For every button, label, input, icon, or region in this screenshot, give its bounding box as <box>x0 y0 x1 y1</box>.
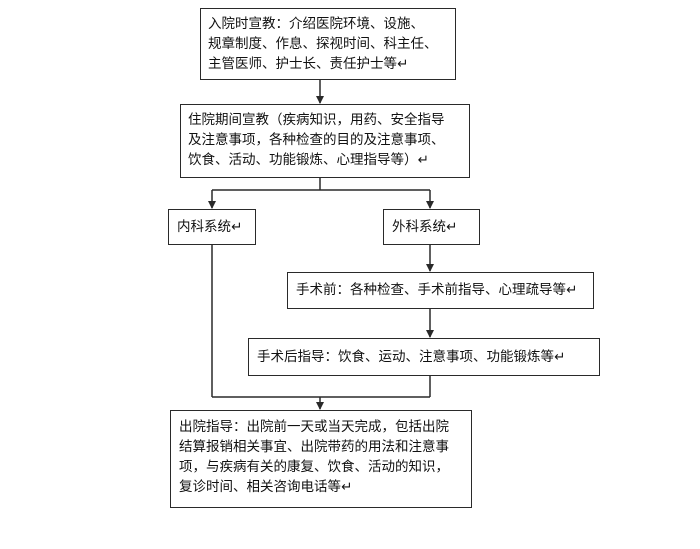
hospitalization-line-3: 饮食、活动、功能锻炼、心理指导等）↵ <box>188 152 429 168</box>
discharge-education-box: 出院指导：出院前一天或当天完成，包括出院 结算报销相关事宜、出院带药的用法和注意… <box>170 410 472 508</box>
hospitalization-education-box: 住院期间宣教（疾病知识，用药、安全指导 及注意事项，各种检查的目的及注意事项、 … <box>180 104 470 178</box>
discharge-line-3: 项，与疾病有关的康复、饮食、活动的知识， <box>179 459 449 475</box>
hospitalization-line-1: 住院期间宣教（疾病知识，用药、安全指导 <box>188 112 445 128</box>
admission-education-box: 入院时宣教：介绍医院环境、设施、 规章制度、作息、探视时间、科主任、 主管医师、… <box>200 8 456 80</box>
internal-medicine-label: 内科系统↵ <box>177 219 243 235</box>
discharge-line-2: 结算报销相关事宜、出院带药的用法和注意事 <box>179 439 449 455</box>
admission-line-1: 入院时宣教：介绍医院环境、设施、 <box>208 16 424 32</box>
pre-op-label: 手术前：各种检查、手术前指导、心理疏导等↵ <box>296 282 578 298</box>
admission-line-3: 主管医师、护士长、责任护士等↵ <box>208 56 409 72</box>
hospitalization-line-2: 及注意事项，各种检查的目的及注意事项、 <box>188 132 445 148</box>
post-op-box: 手术后指导：饮食、运动、注意事项、功能锻炼等↵ <box>248 338 600 376</box>
surgery-box: 外科系统↵ <box>383 209 480 245</box>
post-op-label: 手术后指导：饮食、运动、注意事项、功能锻炼等↵ <box>257 349 566 365</box>
discharge-line-1: 出院指导：出院前一天或当天完成，包括出院 <box>179 419 449 435</box>
internal-medicine-box: 内科系统↵ <box>168 209 256 245</box>
pre-op-box: 手术前：各种检查、手术前指导、心理疏导等↵ <box>287 272 594 309</box>
surgery-label: 外科系统↵ <box>392 219 458 235</box>
discharge-line-4: 复诊时间、相关咨询电话等↵ <box>179 479 353 495</box>
admission-line-2: 规章制度、作息、探视时间、科主任、 <box>208 36 438 52</box>
